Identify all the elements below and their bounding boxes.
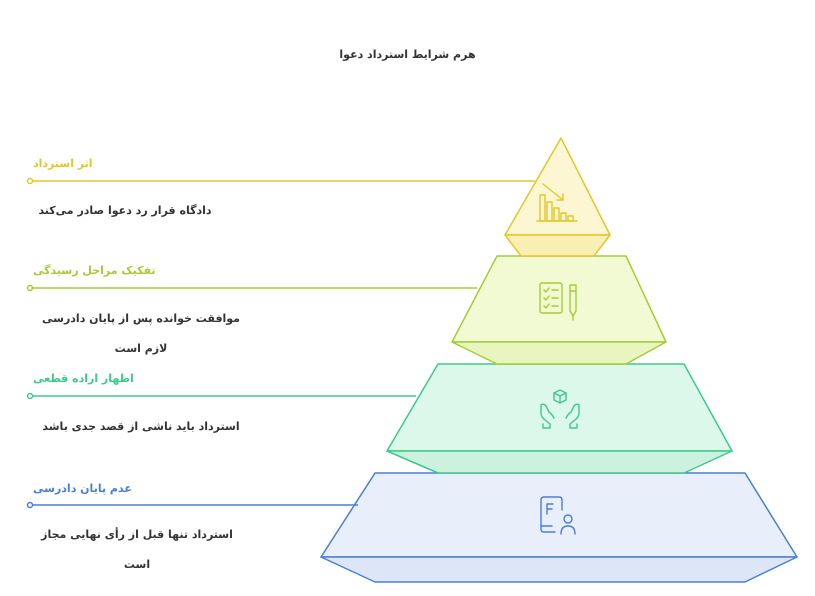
level-1-description-line: دادگاه قرار رد دعوا صادر می‌کند (38, 204, 212, 217)
pyramid-level-1 (26, 137, 611, 257)
level-3-label: اظهار اراده قطعی (33, 372, 134, 385)
level-2-description: موافقت خوانده پس از پایان دادرسی لازم اس… (27, 304, 255, 364)
hands-holding-box-icon (540, 389, 580, 429)
declining-bar-chart-icon (536, 183, 578, 222)
pyramid-level-4 (26, 472, 798, 583)
diagram-title: هرم شرایط استرداد دعوا (339, 48, 476, 61)
level-3-description: استرداد باید ناشی از قصد جدی باشد (27, 412, 255, 442)
document-with-user-icon (540, 496, 576, 535)
pyramid-level-3 (26, 363, 733, 474)
level-1-description: دادگاه قرار رد دعوا صادر می‌کند (27, 196, 223, 226)
level-1-label: اثر استرداد (33, 157, 93, 170)
level-4-description-line: استرداد تنها قبل از رأی نهایی مجاز (41, 528, 233, 541)
level-4-description: استرداد تنها قبل از رأی نهایی مجاز است (27, 520, 247, 580)
checklist-with-pen-icon (539, 282, 577, 321)
level-4-label: عدم پایان دادرسی (33, 482, 132, 495)
level-3-description-line: استرداد باید ناشی از قصد جدی باشد (42, 420, 240, 433)
level-2-label: تفکیک مراحل رسیدگی (33, 264, 156, 277)
pyramid-level-2 (26, 255, 667, 365)
level-2-description-line: موافقت خوانده پس از پایان دادرسی (42, 312, 240, 325)
level-2-description-line: لازم است (114, 342, 168, 355)
level-4-description-line: است (123, 558, 151, 571)
